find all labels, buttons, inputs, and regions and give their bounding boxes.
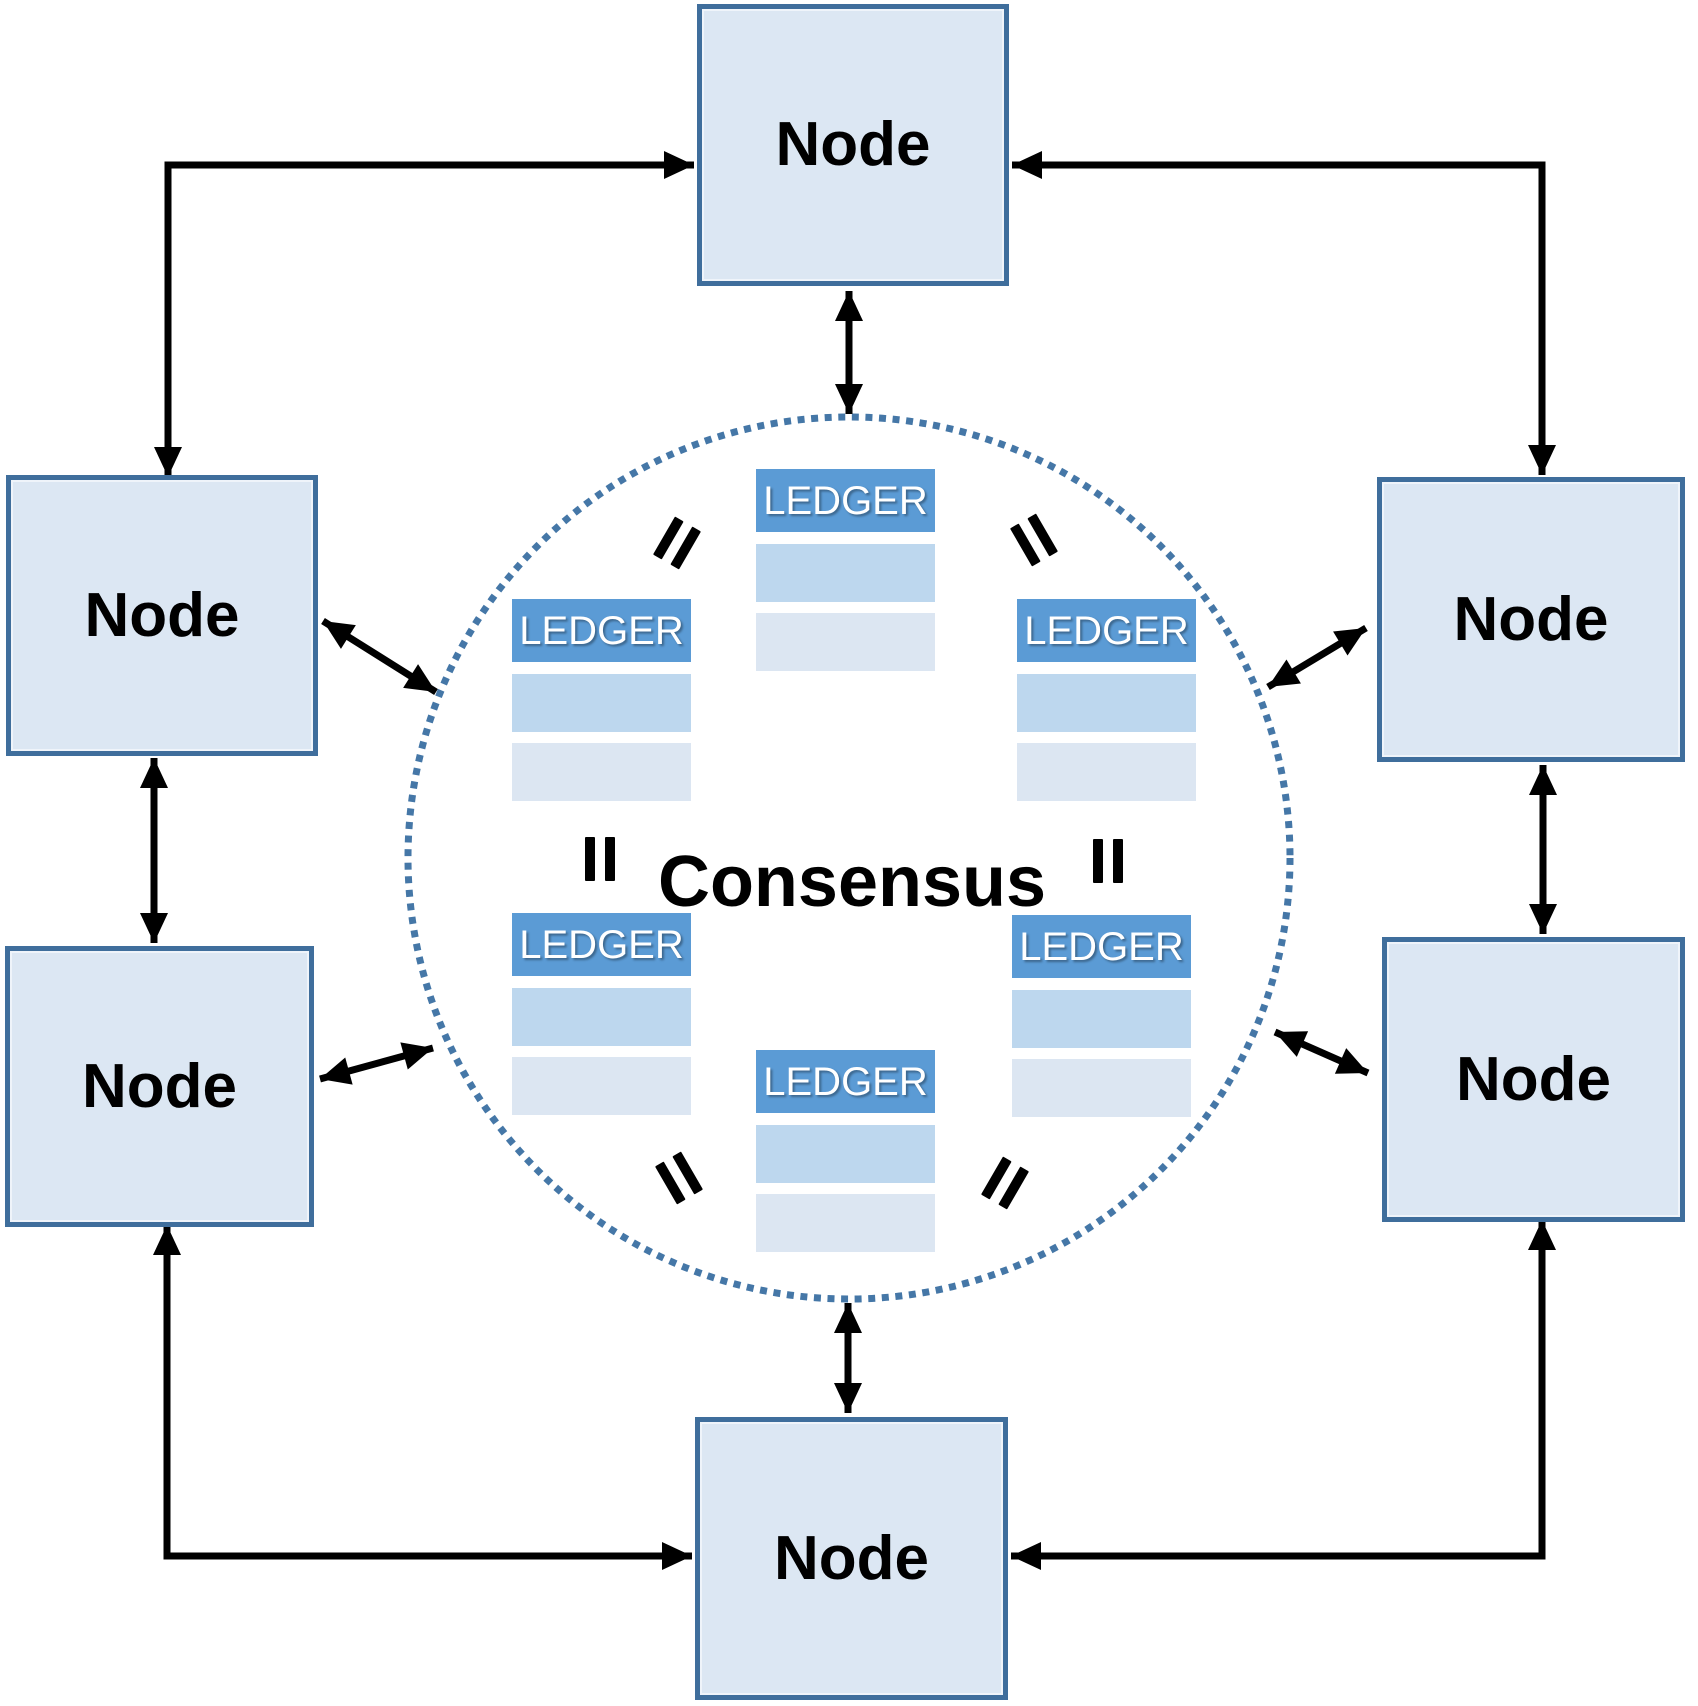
arrow-lower-right-ring xyxy=(1273,1028,1370,1077)
node-label: Node xyxy=(1453,584,1609,654)
node-label: Node xyxy=(82,1051,237,1121)
ledger-row xyxy=(756,1125,935,1183)
node-box-top: Node xyxy=(697,4,1009,286)
ledger-row xyxy=(1012,1059,1191,1117)
ledger-table-lower-right: LEDGER xyxy=(1012,915,1191,1117)
ledger-row xyxy=(512,1057,691,1115)
node-box-right-upper: Node xyxy=(1377,477,1685,762)
ledger-header: LEDGER xyxy=(1017,599,1196,662)
equals-icon xyxy=(585,837,615,881)
node-box-left-lower: Node xyxy=(5,946,314,1227)
ledger-header: LEDGER xyxy=(756,469,935,532)
consensus-label: Consensus xyxy=(657,842,1047,922)
ledger-table-bottom-center: LEDGER xyxy=(756,1050,935,1252)
ledger-row xyxy=(1017,674,1196,732)
arrow-upper-right-ring xyxy=(1266,625,1368,690)
ledger-row xyxy=(756,613,935,671)
ledger-row xyxy=(512,743,691,801)
ledger-row xyxy=(512,674,691,732)
ledger-row xyxy=(1017,743,1196,801)
ledger-row xyxy=(756,1194,935,1252)
ledger-row xyxy=(756,544,935,602)
equals-icon xyxy=(1093,839,1123,883)
node-label: Node xyxy=(1456,1044,1611,1114)
ledger-row xyxy=(512,988,691,1046)
ledger-header: LEDGER xyxy=(512,913,691,976)
node-label: Node xyxy=(774,1523,929,1593)
ledger-header: LEDGER xyxy=(1012,915,1191,978)
consensus-ring xyxy=(404,413,1294,1303)
ledger-table-upper-right: LEDGER xyxy=(1017,599,1196,801)
node-box-left-upper: Node xyxy=(6,475,318,756)
node-box-right-lower: Node xyxy=(1382,937,1685,1222)
node-label: Node xyxy=(775,110,931,179)
arrow-elbow-bottom-left xyxy=(153,1225,692,1570)
ledger-row xyxy=(1012,990,1191,1048)
node-box-bottom: Node xyxy=(695,1417,1008,1700)
ledger-table-top-center: LEDGER xyxy=(756,469,935,671)
ledger-table-upper-left: LEDGER xyxy=(512,599,691,801)
ledger-table-lower-left: LEDGER xyxy=(512,913,691,1115)
arrow-elbow-top-right xyxy=(1012,151,1556,475)
node-label: Node xyxy=(84,580,240,650)
arrow-upper-left-ring xyxy=(321,618,438,695)
arrow-lower-left-ring xyxy=(319,1042,434,1085)
ledger-header: LEDGER xyxy=(756,1050,935,1113)
arrow-elbow-top-left xyxy=(154,151,694,477)
arrow-elbow-bottom-right xyxy=(1011,1220,1556,1570)
ledger-header: LEDGER xyxy=(512,599,691,662)
